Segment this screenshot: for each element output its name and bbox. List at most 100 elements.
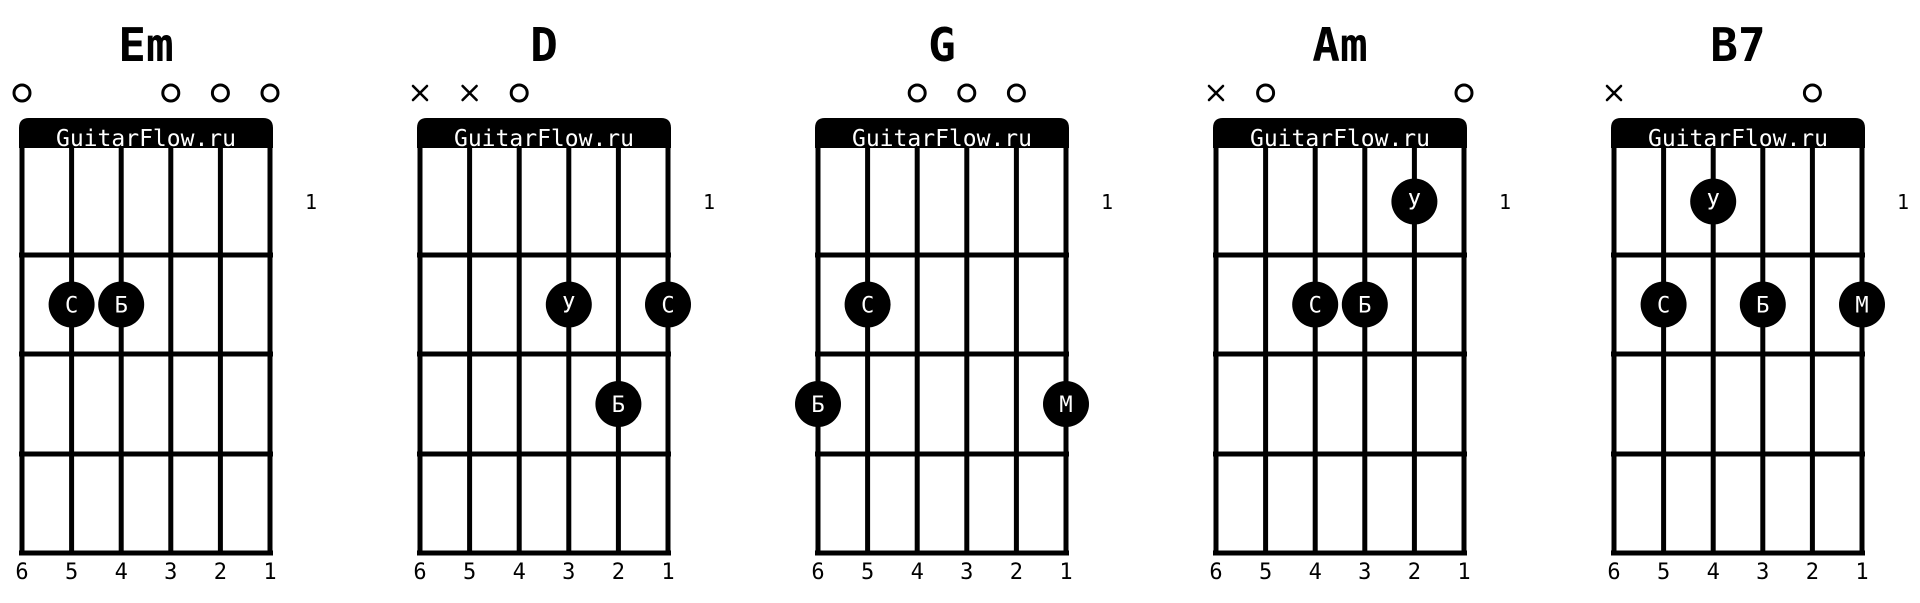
string-number: 6 xyxy=(413,560,426,585)
start-fret-number: 1 xyxy=(1101,190,1113,214)
string-number: 5 xyxy=(861,560,874,585)
string-number: 3 xyxy=(960,560,973,585)
finger-dot xyxy=(1341,281,1388,328)
string-number: 3 xyxy=(1358,560,1371,585)
finger-label: У xyxy=(1408,191,1421,216)
finger-dot xyxy=(545,281,592,328)
brand-label: GuitarFlow.ru xyxy=(852,126,1032,152)
brand-label: GuitarFlow.ru xyxy=(56,126,236,152)
string-number: 5 xyxy=(1259,560,1272,585)
open-string-icon xyxy=(12,83,32,103)
string-number: 2 xyxy=(1010,560,1023,585)
finger-label: С xyxy=(1309,294,1322,319)
chord-name: D xyxy=(530,18,558,72)
finger-dot xyxy=(1739,281,1786,328)
finger-label: М xyxy=(1855,294,1868,319)
chord-name: G xyxy=(928,18,956,72)
brand-label: GuitarFlow.ru xyxy=(1648,126,1828,152)
finger-label: У xyxy=(562,294,575,319)
finger-dot xyxy=(844,281,891,328)
chord-name: B7 xyxy=(1710,18,1765,72)
start-fret-number: 1 xyxy=(1499,190,1511,214)
finger-label: Б xyxy=(1358,294,1371,319)
finger-label: Б xyxy=(811,393,824,418)
string-number: 1 xyxy=(661,560,674,585)
string-number: 5 xyxy=(65,560,78,585)
string-number: 4 xyxy=(911,560,924,585)
string-number: 1 xyxy=(1457,560,1470,585)
string-number: 6 xyxy=(1607,560,1620,585)
string-number: 6 xyxy=(811,560,824,585)
string-number: 6 xyxy=(1209,560,1222,585)
finger-label: У xyxy=(1707,191,1720,216)
string-number: 2 xyxy=(1408,560,1421,585)
finger-dot xyxy=(1640,281,1687,328)
string-number: 4 xyxy=(513,560,526,585)
open-string-icon xyxy=(957,83,977,103)
finger-label: С xyxy=(861,294,874,319)
brand-label: GuitarFlow.ru xyxy=(1250,126,1430,152)
open-string-icon xyxy=(1802,83,1822,103)
finger-dot xyxy=(98,281,145,328)
chord-name: Em xyxy=(118,18,173,72)
string-number: 4 xyxy=(1309,560,1322,585)
open-string-icon xyxy=(1454,83,1474,103)
string-number: 3 xyxy=(164,560,177,585)
string-number: 5 xyxy=(1657,560,1670,585)
finger-label: Б xyxy=(612,393,625,418)
nut-banner xyxy=(815,118,1069,148)
finger-dot xyxy=(1292,281,1339,328)
open-string-icon xyxy=(509,83,529,103)
string-number: 3 xyxy=(1756,560,1769,585)
nut-banner xyxy=(19,118,273,148)
finger-label: Б xyxy=(115,294,128,319)
string-number: 2 xyxy=(612,560,625,585)
nut-banner xyxy=(417,118,671,148)
finger-dot xyxy=(645,281,691,328)
finger-dot xyxy=(1690,178,1737,225)
string-number: 6 xyxy=(15,560,28,585)
finger-label: С xyxy=(661,294,674,319)
finger-dot xyxy=(595,381,642,427)
string-number: 3 xyxy=(562,560,575,585)
nut-banner xyxy=(1213,118,1467,148)
string-number: 5 xyxy=(463,560,476,585)
chord-name: Am xyxy=(1312,18,1367,72)
string-number: 1 xyxy=(263,560,276,585)
open-string-icon xyxy=(161,83,181,103)
finger-dot xyxy=(1391,178,1438,225)
finger-label: С xyxy=(65,294,78,319)
open-string-icon xyxy=(260,83,280,103)
string-number: 2 xyxy=(1806,560,1819,585)
muted-string-icon xyxy=(461,84,478,102)
open-string-icon xyxy=(1256,83,1276,103)
nut-banner xyxy=(1611,118,1865,148)
finger-label: С xyxy=(1657,294,1670,319)
string-number: 4 xyxy=(115,560,128,585)
open-string-icon xyxy=(907,83,927,103)
finger-dot xyxy=(1839,281,1885,328)
start-fret-number: 1 xyxy=(703,190,715,214)
muted-string-icon xyxy=(1605,84,1623,102)
finger-dot xyxy=(795,381,841,427)
string-number: 1 xyxy=(1059,560,1072,585)
string-number: 1 xyxy=(1855,560,1868,585)
muted-string-icon xyxy=(411,84,429,102)
finger-dot xyxy=(48,281,95,328)
string-number: 2 xyxy=(214,560,227,585)
start-fret-number: 1 xyxy=(1897,190,1909,214)
open-string-icon xyxy=(1006,83,1026,103)
finger-label: М xyxy=(1059,393,1072,418)
start-fret-number: 1 xyxy=(305,190,317,214)
brand-label: GuitarFlow.ru xyxy=(454,126,634,152)
muted-string-icon xyxy=(1207,84,1225,102)
open-string-icon xyxy=(210,83,230,103)
string-number: 4 xyxy=(1707,560,1720,585)
finger-dot xyxy=(1043,381,1089,427)
